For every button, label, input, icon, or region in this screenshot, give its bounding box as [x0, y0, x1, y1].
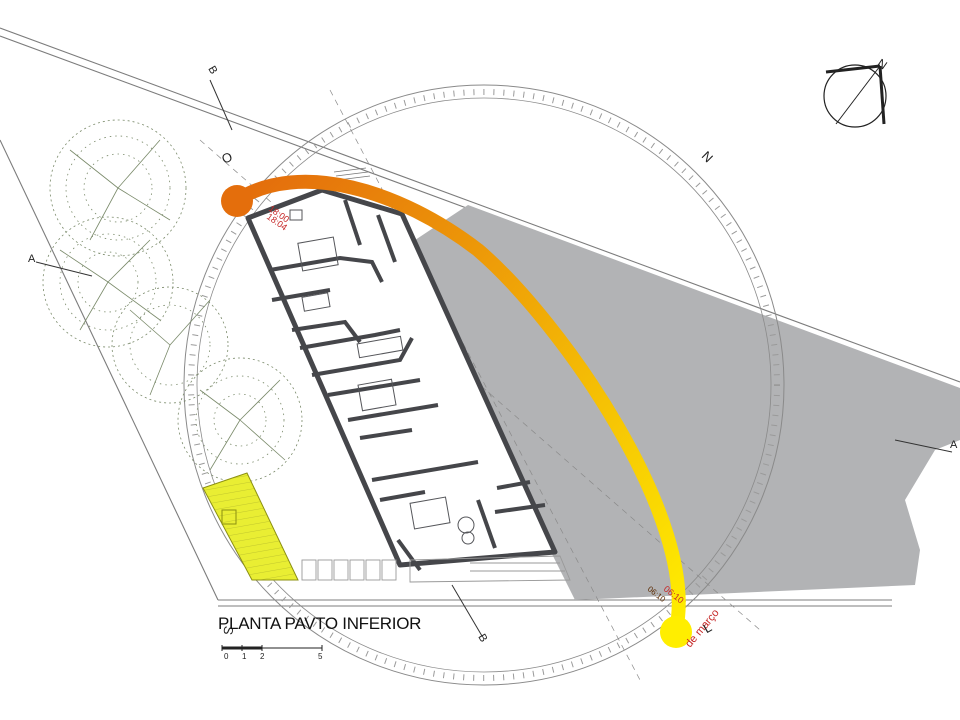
scale-bar [221, 645, 323, 651]
pool [202, 472, 299, 581]
scale-label-1: 1 [242, 652, 247, 661]
scale-label-0: 0 [224, 652, 229, 661]
section-lines [35, 79, 953, 637]
sun-path [221, 174, 692, 648]
section-a-left: A [28, 253, 36, 265]
deck-steps [301, 555, 571, 583]
sunrise-sun [660, 616, 692, 648]
sun-arc [230, 174, 686, 637]
interior-walls [269, 199, 546, 572]
furniture [289, 209, 475, 545]
solar-chart-circle [183, 84, 785, 686]
tree-3 [111, 286, 229, 404]
compass-north: N [699, 148, 716, 165]
section-b-bottom: B [475, 632, 489, 644]
section-b-top: B [205, 64, 219, 76]
section-a-right: A [950, 439, 958, 451]
tree-canopy-group [42, 119, 303, 483]
drawing-title: PLANTA PAVTO INFERIOR [218, 614, 422, 633]
shadow-area [400, 205, 960, 600]
compass-south: S [220, 625, 236, 636]
building-outline [245, 187, 558, 568]
tree-2 [42, 216, 174, 348]
north-arrow: N [823, 56, 890, 128]
building-plan [245, 167, 558, 572]
scale-label-2: 2 [260, 652, 265, 661]
tree-4 [177, 357, 303, 483]
tree-1 [49, 119, 187, 257]
scale-label-5: 5 [318, 652, 323, 661]
sunset-sun [221, 185, 253, 217]
compass-west: O [220, 149, 235, 167]
